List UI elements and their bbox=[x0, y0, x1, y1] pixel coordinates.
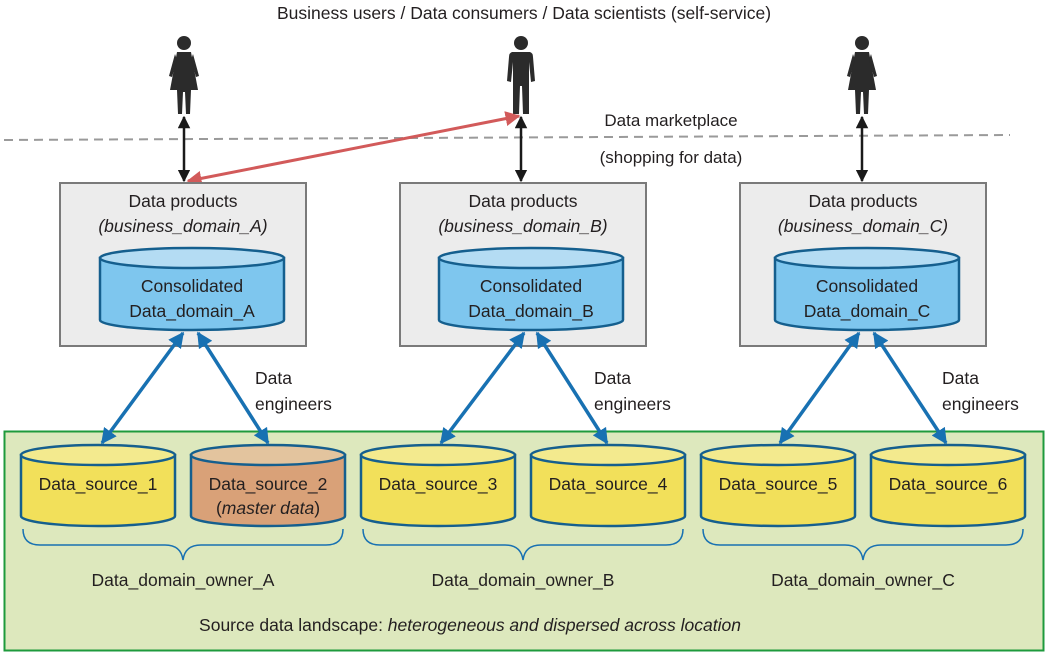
marketplace-label: Data marketplace bbox=[604, 111, 737, 130]
engineers-label-c: Data engineers bbox=[942, 368, 1019, 414]
store-line2: Data_domain_A bbox=[129, 301, 255, 322]
pipeline-arrow-src1 bbox=[100, 331, 185, 445]
source-name: Data_source_4 bbox=[549, 474, 668, 495]
store-line1: Consolidated bbox=[816, 276, 918, 296]
pipeline-arrow-src2 bbox=[196, 331, 270, 445]
pipeline-arrow-src3 bbox=[439, 331, 526, 445]
business-domain-label: (business_domain_A) bbox=[98, 216, 267, 236]
owner-brace-c bbox=[702, 528, 1024, 561]
pipeline-arrow-src5 bbox=[778, 331, 861, 445]
consolidated-store-a[interactable]: Consolidated Data_domain_A bbox=[98, 246, 286, 332]
marketplace-dashed-line bbox=[3, 134, 1011, 141]
data-products-box-c[interactable]: Data products (business_domain_C) Consol… bbox=[739, 182, 987, 347]
person-female-icon bbox=[169, 36, 199, 114]
product-title: Data products bbox=[469, 191, 578, 211]
data-source-6[interactable]: Data_source_6 bbox=[869, 443, 1027, 528]
product-title: Data products bbox=[129, 191, 238, 211]
product-title: Data products bbox=[809, 191, 918, 211]
business-domain-label: (business_domain_B) bbox=[438, 216, 607, 236]
data-source-5[interactable]: Data_source_5 bbox=[699, 443, 857, 528]
store-line1: Consolidated bbox=[141, 276, 243, 296]
data-products-box-a[interactable]: Data products (business_domain_A) Consol… bbox=[59, 182, 307, 347]
store-line2: Data_domain_C bbox=[804, 301, 930, 322]
data-source-1[interactable]: Data_source_1 bbox=[19, 443, 177, 528]
source-name: Data_source_2 bbox=[209, 474, 328, 495]
source-name: Data_source_6 bbox=[889, 474, 1008, 495]
person-male-icon bbox=[507, 36, 535, 114]
business-domain-label: (business_domain_C) bbox=[778, 216, 948, 236]
source-name: Data_source_3 bbox=[379, 474, 498, 495]
owner-label-b: Data_domain_owner_B bbox=[432, 570, 615, 591]
source-name: Data_source_5 bbox=[719, 474, 838, 495]
data-source-4[interactable]: Data_source_4 bbox=[529, 443, 687, 528]
owner-label-c: Data_domain_owner_C bbox=[771, 570, 955, 591]
pipeline-arrow-src6 bbox=[872, 331, 948, 445]
data-source-2[interactable]: Data_source_2 (master data) bbox=[189, 443, 347, 528]
owner-brace-b bbox=[362, 528, 684, 561]
consolidated-store-c[interactable]: Consolidated Data_domain_C bbox=[773, 246, 961, 332]
consumers-title: Business users / Data consumers / Data s… bbox=[277, 3, 771, 23]
store-line1: Consolidated bbox=[480, 276, 582, 296]
data-source-3[interactable]: Data_source_3 bbox=[359, 443, 517, 528]
master-data-note: (master data) bbox=[216, 498, 320, 518]
source-name: Data_source_1 bbox=[39, 474, 158, 495]
store-line2: Data_domain_B bbox=[468, 301, 594, 322]
person-female-icon bbox=[847, 36, 877, 114]
engineers-label-b: Data engineers bbox=[594, 368, 671, 414]
owner-brace-a bbox=[22, 528, 344, 561]
owner-label-a: Data_domain_owner_A bbox=[92, 570, 275, 591]
data-products-box-b[interactable]: Data products (business_domain_B) Consol… bbox=[399, 182, 647, 347]
landscape-caption: Source data landscape: heterogeneous and… bbox=[199, 615, 741, 635]
pipeline-arrow-src4 bbox=[535, 331, 609, 445]
marketplace-sublabel: (shopping for data) bbox=[600, 148, 743, 167]
consolidated-store-b[interactable]: Consolidated Data_domain_B bbox=[437, 246, 625, 332]
engineers-label-a: Data engineers bbox=[255, 368, 332, 414]
cross-domain-arrow bbox=[186, 111, 521, 186]
